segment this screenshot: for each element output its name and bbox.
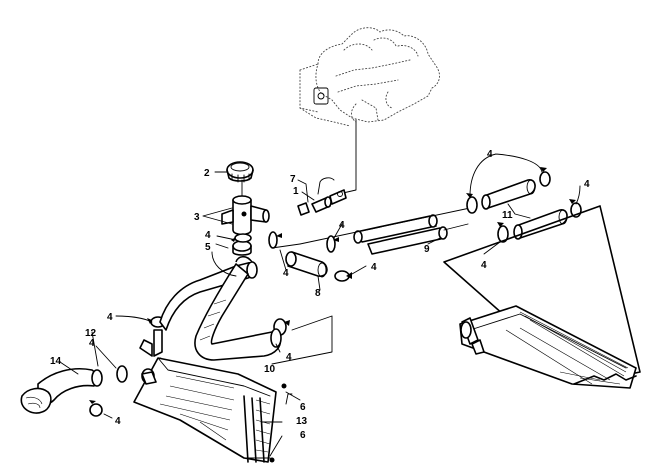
main-bent-tube <box>159 255 282 361</box>
filler-cap <box>226 161 254 183</box>
label-4-top-right: 4 <box>487 149 493 160</box>
leader-lines <box>59 153 581 457</box>
clamp-e <box>466 193 478 214</box>
label-4-left-bleed: 4 <box>107 312 113 323</box>
label-14: 14 <box>50 356 62 367</box>
clamp-b <box>268 231 282 249</box>
bleed-fitting <box>139 329 163 363</box>
lower-left-hose <box>20 368 157 414</box>
straight-tubes <box>271 207 471 255</box>
label-7: 7 <box>290 174 296 185</box>
label-3: 3 <box>194 212 200 223</box>
part-labels: 2 3 4 5 7 1 4 4 4 8 9 4 4 11 4 4 12 4 14… <box>50 149 590 441</box>
upper-right-hoses <box>481 179 568 240</box>
label-2: 2 <box>204 168 210 179</box>
label-4-short-hose-clamp: 4 <box>371 262 377 273</box>
thermostat-housing <box>221 179 270 256</box>
clamp-f <box>539 167 551 187</box>
clamp-d <box>334 270 352 282</box>
label-9: 9 <box>424 244 430 255</box>
label-4-pipe-clamp: 4 <box>339 220 345 231</box>
vent-fitting <box>297 177 347 216</box>
label-4-thermostat: 4 <box>205 230 211 241</box>
engine-leader-line <box>329 119 357 197</box>
label-4-mid-right: 4 <box>481 260 487 271</box>
clamp-k <box>116 365 128 383</box>
clamp-l <box>89 400 103 417</box>
clamp-g <box>497 222 509 243</box>
label-4-tube-clamp: 4 <box>286 352 292 363</box>
short-hose <box>285 251 328 278</box>
rear-heat-exchanger <box>443 205 641 389</box>
label-5: 5 <box>205 242 211 253</box>
label-6-upper: 6 <box>300 402 306 413</box>
engine-phantom-outline <box>299 27 440 127</box>
label-4-lower-clamp: 4 <box>283 268 289 279</box>
label-12: 12 <box>85 328 97 339</box>
label-8: 8 <box>315 288 321 299</box>
label-6-lower: 6 <box>300 430 306 441</box>
label-4-bottom-left: 4 <box>115 416 121 427</box>
label-4-left-clamp: 4 <box>89 338 95 349</box>
clamp-a <box>231 233 252 243</box>
label-10: 10 <box>264 364 276 375</box>
label-4-far-right: 4 <box>584 179 590 190</box>
label-1: 1 <box>293 186 299 197</box>
label-13: 13 <box>296 416 308 427</box>
clamp-c <box>326 235 339 253</box>
front-heat-exchanger <box>133 357 287 463</box>
label-11: 11 <box>502 210 513 221</box>
